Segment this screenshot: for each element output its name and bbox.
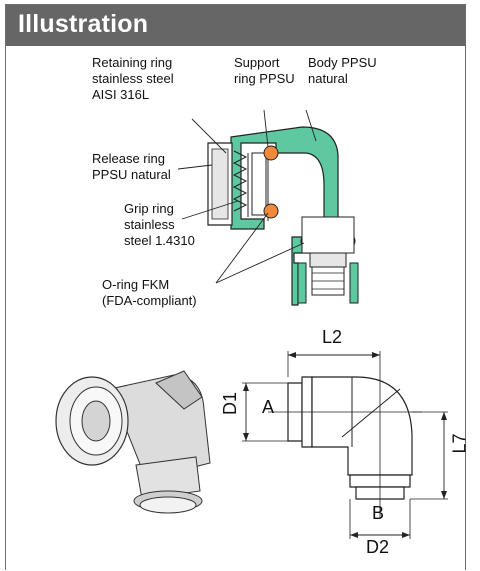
section-title: Illustration [18,10,149,38]
label-support-ring: Support ring PPSU [234,55,295,86]
section-header: Illustration [6,5,465,46]
o-ring-lower [263,203,279,219]
cross-section-view [177,109,359,306]
technical-drawing [55,109,448,539]
dim-d2: D2 [366,537,390,557]
o-ring-upper [263,145,279,161]
label-body: Body PPSU natural [308,55,377,86]
label-o-ring: O-ring FKM (FDA-compliant) [102,277,197,308]
illustration-panel: Illustration [5,4,470,570]
dimension-view [242,351,448,539]
dim-d1: D1 [220,391,241,416]
fitting-3d-view [55,370,211,514]
dim-l7: L7 [449,433,470,454]
label-grip-ring: Grip ring stainless steel 1.4310 [124,201,195,248]
label-release-ring: Release ring PPSU natural [92,151,171,182]
support-ring-section [251,152,267,216]
dim-b: B [372,503,385,523]
label-retaining-ring: Retaining ring stainless steel AISI 316L [92,55,174,102]
bottom-port-section [301,216,355,254]
dim-a: A [262,397,275,417]
dim-l2: L2 [322,327,343,347]
